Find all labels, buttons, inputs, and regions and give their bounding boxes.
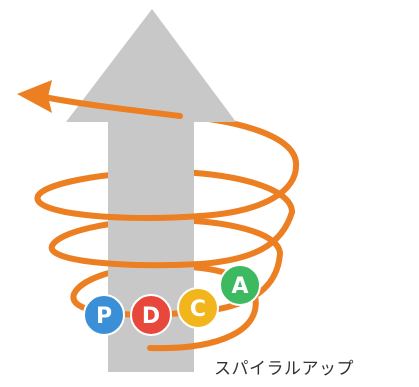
badge-c-letter: C [190,297,206,322]
badge-a: A [219,264,261,306]
badge-a-letter: A [231,274,248,299]
spiral-front-loop-2 [48,209,295,269]
spiral-front-tail [147,293,259,352]
badge-p-letter: P [96,304,112,329]
caption-spiral-up: スパイラルアップ [214,359,354,379]
up-arrow-shape [66,9,236,372]
spiral-back-loop-top [177,113,299,166]
pdca-badges: P D C A [83,264,261,336]
badge-d: D [130,294,172,336]
spiral-front-loop-1 [34,160,300,221]
badge-d-letter: D [142,304,160,329]
badge-c: C [177,287,219,329]
badge-p: P [83,294,125,336]
spiral-front-loop-top [41,94,183,119]
spiral-arrowhead [17,80,52,113]
